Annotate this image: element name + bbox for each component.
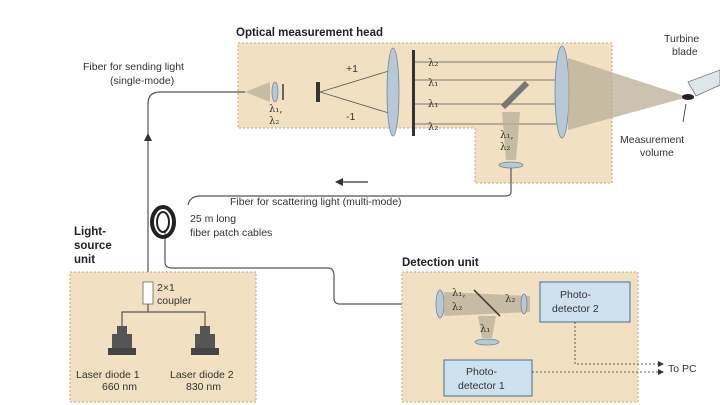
to-pc-label: To PC	[668, 363, 697, 375]
light-source-unit: Light- source unit 2×1 coupler Laser dio…	[69, 226, 257, 403]
fold-mirror	[500, 80, 530, 110]
scatter-fiber-bottom	[164, 230, 430, 305]
lambda-sum-2: λ₂	[269, 116, 279, 127]
front-lens	[554, 45, 570, 139]
send-arrow	[144, 133, 152, 141]
measurement-label-1: Measurement	[620, 134, 684, 146]
pd1-lens	[474, 338, 500, 346]
scatter-lambda-2: λ₂	[500, 142, 510, 153]
detection-down-beam	[478, 316, 496, 338]
light-source-title-2: source	[74, 240, 112, 252]
lambda-sum-1: λ₁,	[269, 104, 283, 115]
light-source-box	[69, 271, 257, 403]
laser-diode-2	[191, 326, 219, 355]
diffraction-orders	[319, 69, 393, 115]
pd1-label-2: detector 1	[458, 380, 505, 392]
fiber-coil	[150, 205, 176, 239]
measurement-pointer	[682, 103, 687, 123]
det-lambda-pair-2: λ₂	[452, 302, 462, 313]
scatter-lambda-1: λ₁,	[500, 130, 514, 141]
det-lambda-pair-1: λ₁,	[452, 288, 466, 299]
patch-label-1: 25 m long	[190, 213, 236, 225]
det-lambda2: λ₂	[505, 294, 515, 305]
turbine-label-2: blade	[672, 46, 698, 58]
diode1-label-2: 660 nm	[102, 381, 137, 393]
light-source-title-3: unit	[74, 254, 95, 266]
patch-label-2: fiber patch cables	[190, 227, 272, 239]
order-plus-label: +1	[346, 63, 358, 75]
beam-label-2: λ₁	[428, 78, 438, 89]
optical-head: Optical measurement head λ₁, λ₂ +1 -1 λ₂…	[236, 27, 688, 184]
focus-cone	[568, 58, 688, 130]
window	[412, 50, 415, 136]
beam-label-4: λ₂	[428, 122, 438, 133]
coupler-label-2: coupler	[157, 295, 192, 307]
photodetector-2	[539, 281, 631, 323]
pd2-label-2: detector 2	[552, 303, 599, 315]
beam-label-1: λ₂	[428, 58, 438, 69]
scatter-fiber-top	[187, 168, 512, 206]
diode2-label-1: Laser diode 2	[170, 369, 234, 381]
measurement-label-2: volume	[640, 147, 674, 159]
aperture	[282, 84, 284, 100]
order-minus-label: -1	[346, 111, 355, 123]
light-source-title-1: Light-	[74, 226, 106, 238]
dichroic-mirror	[473, 289, 501, 317]
turbine-label-1: Turbine	[664, 33, 699, 45]
scatter-arrow	[335, 178, 343, 186]
scatter-lens	[498, 161, 524, 169]
turbine-blade	[687, 69, 720, 97]
diode2-label-2: 830 nm	[186, 381, 221, 393]
coupler-fibers	[121, 304, 206, 326]
field-lens	[386, 47, 400, 137]
pd2-lens	[520, 293, 528, 315]
laser-diode-1	[108, 326, 136, 355]
coupler-label-1: 2×1	[157, 282, 175, 294]
diode1-label-1: Laser diode 1	[76, 369, 140, 381]
fiber-send-label-1: Fiber for sending light	[83, 61, 184, 73]
optical-head-title: Optical measurement head	[236, 27, 383, 39]
pd2-signal-line	[574, 322, 660, 365]
pc-arrow-2	[658, 369, 664, 375]
entry-beam	[245, 82, 270, 102]
diffraction-grating	[316, 82, 320, 102]
fiber-scatter-label: Fiber for scattering light (multi-mode)	[230, 196, 402, 208]
scatter-beam	[502, 112, 520, 160]
fiber-send-label-2: (single-mode)	[110, 75, 174, 87]
det-lambda1: λ₁	[480, 324, 490, 335]
pd1-label-1: Photo-	[466, 366, 497, 378]
optical-head-box	[237, 42, 613, 184]
pc-arrow-1	[658, 361, 664, 367]
pd2-label-1: Photo-	[560, 289, 591, 301]
send-fiber	[147, 91, 245, 282]
measurement-volume-dot	[682, 94, 694, 100]
detection-title: Detection unit	[402, 257, 479, 269]
parallel-beams	[415, 61, 560, 125]
detection-input-lens	[435, 289, 445, 319]
detection-unit: Detection unit λ₁, λ₂ λ₂ λ₁ Photo- detec…	[401, 257, 639, 403]
collimator-lens	[271, 81, 279, 103]
photodetector-1	[443, 359, 533, 397]
beam-label-3: λ₁	[428, 99, 438, 110]
coupler	[142, 281, 154, 305]
